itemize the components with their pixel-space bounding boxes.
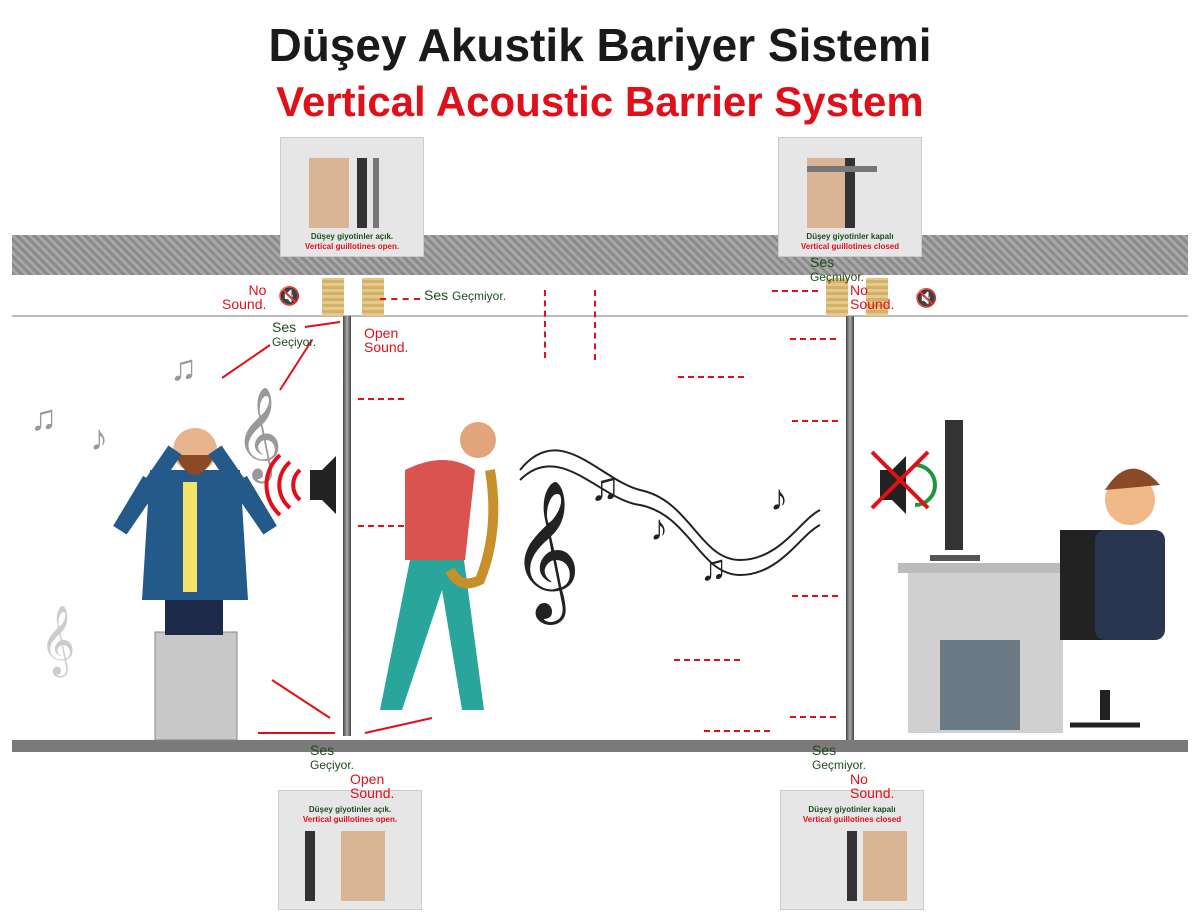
barrier-post	[826, 278, 848, 316]
ses-text: Ses	[272, 319, 297, 335]
inset-caption-en: Vertical guillotines open.	[302, 815, 398, 824]
gecmiyor-text: Geçmiyor.	[810, 270, 865, 284]
inset-caption-tr: Düşey giyotinler açık.	[308, 805, 392, 814]
ceiling	[12, 235, 1188, 275]
svg-text:♪: ♪	[770, 477, 788, 518]
ses-text: Ses	[424, 287, 449, 303]
sound-arrow	[380, 298, 420, 300]
sound-text: Sound.	[364, 339, 409, 355]
saxophone-player	[380, 422, 499, 710]
sound-text: Sound.	[850, 296, 895, 312]
inset-caption-tr: Düşey giyotinler kapalı	[806, 232, 894, 241]
inset-caption-tr: Düşey giyotinler açık.	[310, 232, 394, 241]
inset-caption-en: Vertical guillotines closed	[802, 815, 902, 824]
inset-bottom-right: Düşey giyotinler kapalı Vertical guillot…	[780, 790, 924, 910]
barrier-right-closed	[846, 316, 854, 740]
no-text: No	[248, 282, 267, 298]
open-text: Open	[350, 771, 385, 787]
listener-covering-ears	[113, 428, 277, 741]
inset-caption-en: Vertical guillotines open.	[304, 242, 400, 251]
ses-text: Ses	[310, 742, 335, 758]
floor	[12, 740, 1188, 752]
geciyor-text: Geçiyor.	[272, 335, 317, 349]
muted-speaker-icon: 🔇	[915, 288, 938, 308]
sound-arrow	[594, 290, 596, 360]
muted-speaker-icon: 🔇	[278, 286, 301, 306]
geciyor-text: Geçiyor.	[310, 758, 355, 772]
office-worker-desk	[898, 420, 1165, 733]
ses-text: Ses	[810, 254, 835, 270]
barrier-post	[866, 278, 888, 316]
sound-arrow	[674, 659, 740, 661]
sound-arrow	[772, 290, 818, 292]
svg-text:♪: ♪	[90, 417, 108, 458]
sound-arrow	[544, 290, 546, 358]
sound-arrow	[792, 420, 838, 422]
sound-arrow	[678, 376, 744, 378]
muted-speaker-right	[870, 450, 937, 514]
sound-arrow	[358, 525, 404, 527]
sound-arrow	[358, 398, 404, 400]
inset-top-right: Düşey giyotinler kapalı Vertical guillot…	[778, 137, 922, 257]
music-notes: 𝄞 ♫♪ ♫♪ ♫♪ ♫𝄞 𝄞	[30, 347, 821, 677]
sound-text: Sound.	[222, 296, 267, 312]
barrier-left-open	[343, 316, 351, 736]
title-english: Vertical Acoustic Barrier System	[276, 78, 924, 125]
open-text: Open	[364, 325, 399, 341]
barrier-post	[362, 278, 384, 316]
sound-arrow	[790, 338, 836, 340]
sound-text: Sound.	[850, 785, 895, 801]
ses-text: Ses	[812, 742, 837, 758]
barrier-post	[322, 278, 344, 316]
svg-text:♫: ♫	[170, 347, 197, 388]
no-text: No	[850, 282, 868, 298]
no-text: No	[850, 771, 868, 787]
inset-bottom-left: Düşey giyotinler açık. Vertical guilloti…	[278, 790, 422, 910]
svg-text:𝄞: 𝄞	[40, 605, 75, 677]
svg-text:♫: ♫	[30, 397, 57, 438]
label-ses-gecmiyor-top: Ses Geçmiyor.	[424, 288, 506, 303]
inset-top-left: Düşey giyotinler açık. Vertical guilloti…	[280, 137, 424, 257]
svg-text:♪: ♪	[650, 507, 668, 548]
svg-text:𝄞: 𝄞	[235, 386, 282, 483]
ceiling-line	[12, 315, 1188, 317]
sound-arrow	[704, 730, 770, 732]
red-arrows	[221, 321, 433, 734]
inset-caption-en: Vertical guillotines closed	[800, 242, 900, 251]
inset-caption-tr: Düşey giyotinler kapalı	[808, 805, 896, 814]
svg-text:𝄞: 𝄞	[510, 480, 581, 625]
svg-text:♫: ♫	[590, 465, 620, 509]
gecmiyor-text: Geçmiyor.	[812, 758, 867, 772]
gecmiyor-text: Geçmiyor.	[452, 289, 507, 303]
title-turkish: Düşey Akustik Bariyer Sistemi	[268, 19, 932, 71]
sound-text: Sound.	[350, 785, 395, 801]
sound-arrow	[790, 716, 836, 718]
speaker-icon	[264, 453, 336, 517]
svg-text:♫: ♫	[700, 547, 727, 588]
sound-arrow	[792, 595, 838, 597]
